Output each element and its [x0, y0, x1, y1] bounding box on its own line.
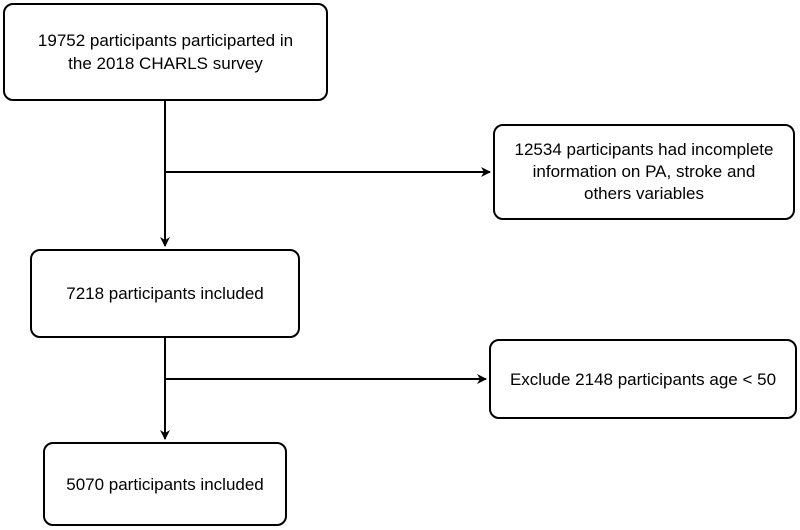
exclusion-1-line-3: others variables — [583, 184, 704, 203]
exclusion-1-line-2: information on PA, stroke and — [532, 162, 756, 181]
included-1-label: 7218 participants included — [66, 284, 264, 303]
included-box-7218: 7218 participants included — [30, 249, 300, 338]
exclusion-box-age: Exclude 2148 participants age < 50 — [489, 339, 797, 419]
start-box-line-1: 19752 participants participarted in — [37, 31, 294, 50]
exclusion-1-line-1: 12534 participants had incomplete — [514, 140, 774, 159]
final-included-box: 5070 participants included — [43, 442, 287, 526]
final-included-label: 5070 participants included — [66, 474, 264, 494]
start-box: 19752 participants participarted in the … — [3, 3, 328, 101]
exclusion-2-label: Exclude 2148 participants age < 50 — [509, 369, 777, 389]
exclusion-box-incomplete-info: 12534 participants had incomplete inform… — [493, 124, 795, 220]
start-box-line-2: the 2018 CHARLS survey — [68, 54, 263, 73]
